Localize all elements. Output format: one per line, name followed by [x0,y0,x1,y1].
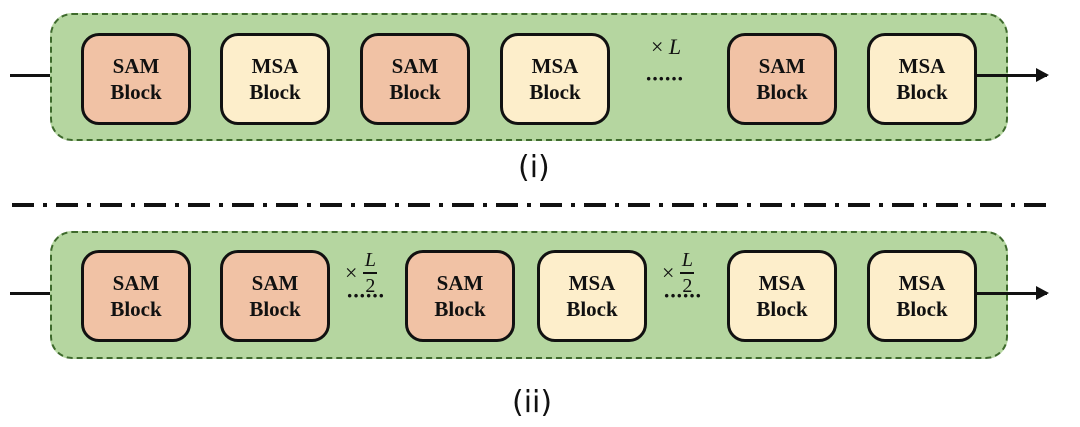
fraction: L 2 [680,249,695,297]
output-arrow-ii [975,286,1049,300]
sam-block: SAM Block [360,33,470,125]
block-label: Block [434,297,486,321]
msa-block: MSA Block [220,33,330,125]
output-arrow-i [975,68,1049,82]
panel-ii-container [50,231,1008,359]
block-label: Block [896,80,948,104]
fraction: L 2 [363,249,378,297]
block-label: SAM [391,54,439,78]
fraction-denominator: 2 [682,275,693,297]
block-label: MSA [568,271,616,295]
msa-block: MSA Block [500,33,610,125]
block-label: SAM [112,271,160,295]
sam-block: SAM Block [727,33,837,125]
block-label: Block [756,297,808,321]
repeat-label-ii-second: × L 2 [662,249,695,297]
msa-block: MSA Block [867,250,977,342]
sam-block: SAM Block [220,250,330,342]
caption-ii: (ii) [512,385,553,420]
fraction-bar [363,272,378,274]
fraction-numerator: L [681,249,693,271]
block-label: Block [529,80,581,104]
block-label: SAM [251,271,299,295]
block-label: MSA [758,271,806,295]
fraction-numerator: L [364,249,376,271]
msa-block: MSA Block [727,250,837,342]
block-label: Block [110,297,162,321]
block-label: MSA [251,54,299,78]
fraction-denominator: 2 [365,275,376,297]
times-symbol: × [345,260,358,285]
times-symbol: × [662,260,675,285]
block-label: Block [249,297,301,321]
block-label: Block [756,80,808,104]
block-label: Block [896,297,948,321]
sam-block: SAM Block [81,33,191,125]
dash-dot-divider [12,203,1052,207]
ellipsis-ii-first: ······ [346,283,385,308]
repeat-variable: L [668,34,682,59]
repeat-label-i: × L [651,34,681,60]
msa-block: MSA Block [867,33,977,125]
ellipsis-i: ······ [645,66,684,91]
block-label: Block [566,297,618,321]
block-label: SAM [112,54,160,78]
block-label: SAM [758,54,806,78]
block-label: Block [389,80,441,104]
block-label: Block [110,80,162,104]
fraction-bar [680,272,695,274]
sam-block: SAM Block [81,250,191,342]
block-label: SAM [436,271,484,295]
block-label: MSA [898,54,946,78]
repeat-label-ii-first: × L 2 [345,249,378,297]
caption-i: (i) [518,150,550,185]
block-label: Block [249,80,301,104]
block-label: MSA [898,271,946,295]
msa-block: MSA Block [537,250,647,342]
sam-block: SAM Block [405,250,515,342]
block-label: MSA [531,54,579,78]
ellipsis-ii-second: ······ [663,283,702,308]
times-symbol: × [651,34,664,59]
